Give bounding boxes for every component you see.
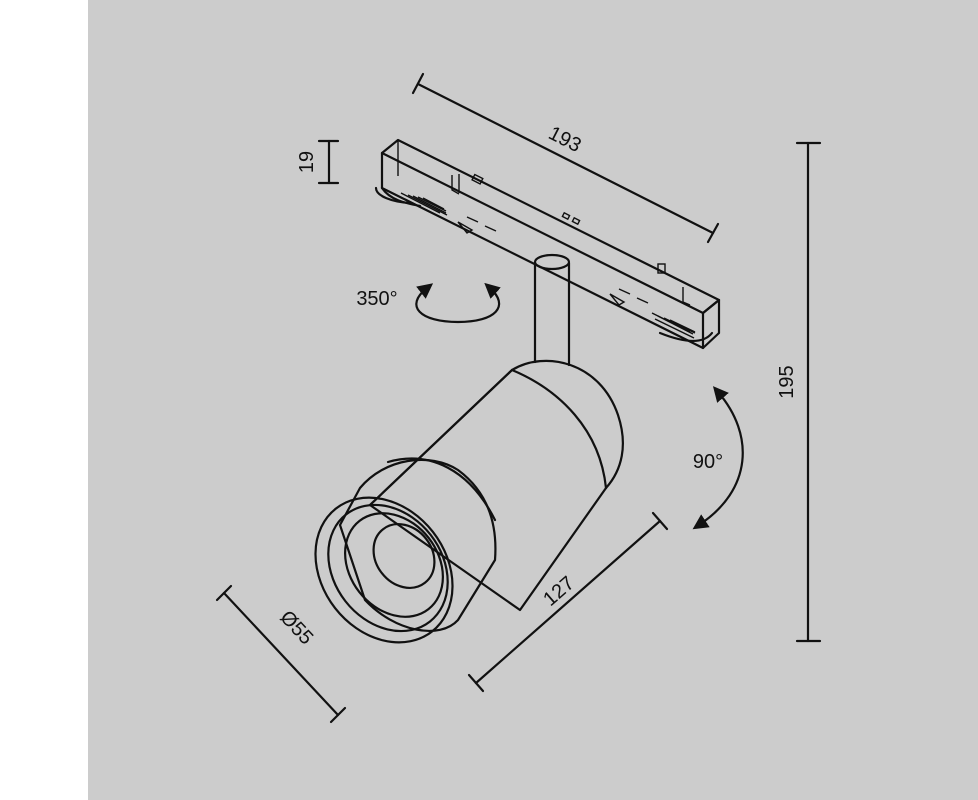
label-19: 19 (296, 151, 318, 173)
dimension-195: 195 (776, 141, 822, 643)
stem (533, 253, 571, 367)
dimension-193: 193 (411, 72, 720, 244)
label-195: 195 (776, 365, 798, 398)
dimension-55: Ø55 (215, 584, 347, 724)
vent-left (400, 192, 448, 220)
tilt-90-indicator: 90° (692, 386, 744, 530)
dimension-127: 127 (467, 511, 669, 693)
rotation-arrow-icon (415, 282, 501, 324)
rotation-350-indicator: 350° (356, 282, 501, 324)
dimension-19: 19 (296, 139, 340, 185)
spotlight-body (314, 359, 624, 644)
track-adapter (374, 138, 721, 350)
tilt-arrow-icon (692, 386, 744, 530)
label-350: 350° (356, 288, 397, 310)
label-diameter: Ø55 (275, 607, 317, 650)
vent-right (651, 312, 696, 339)
label-127: 127 (539, 572, 579, 610)
drawing-panel (88, 0, 978, 800)
label-90: 90° (693, 451, 723, 473)
